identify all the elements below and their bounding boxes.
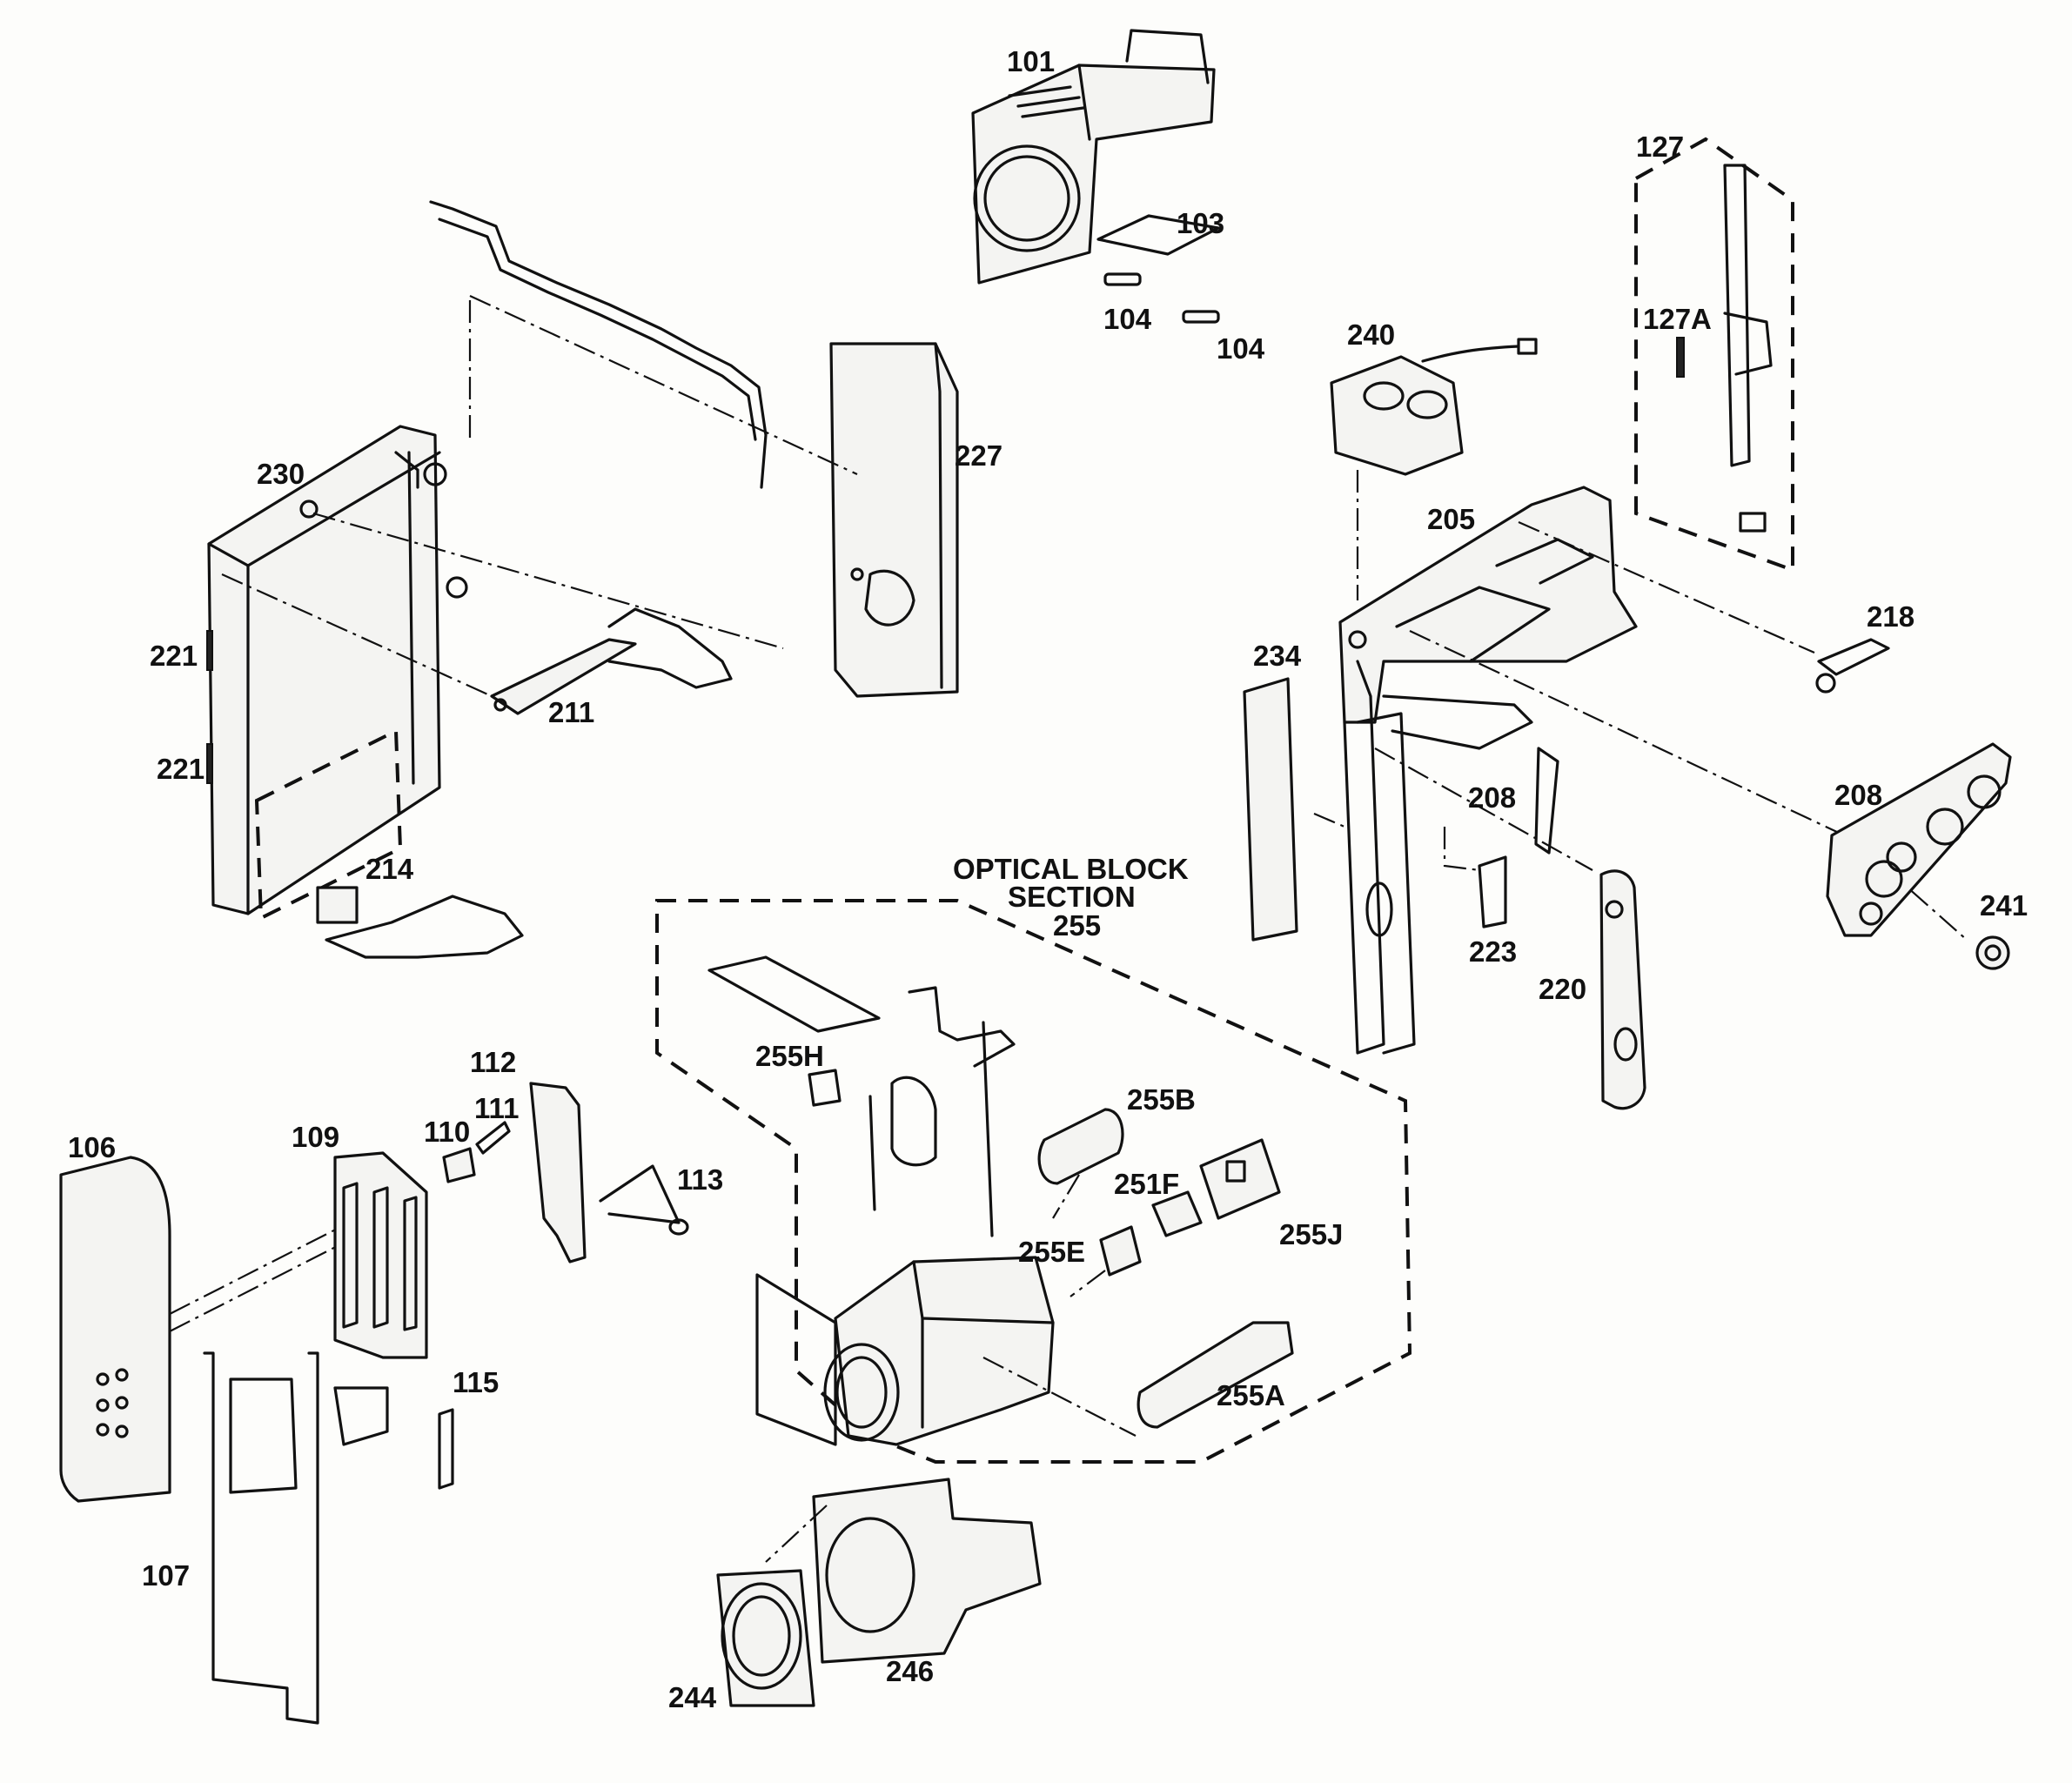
- section-title-line1: OPTICAL BLOCK: [953, 853, 1189, 885]
- section-title-line2: SECTION: [1008, 881, 1136, 913]
- chain-106-109b: [169, 1191, 410, 1315]
- label-208-a: 208: [1468, 781, 1516, 814]
- part-109-board: [333, 1151, 428, 1359]
- label-255h: 255H: [755, 1040, 824, 1072]
- label-211: 211: [548, 696, 594, 728]
- part-113-spring: [599, 1164, 689, 1236]
- part-206-control-plate: [1826, 742, 2012, 937]
- label-103: 103: [1177, 207, 1224, 239]
- label-255b: 255B: [1127, 1083, 1196, 1116]
- part-112-bracket: [529, 1082, 587, 1264]
- chain-255b: [1052, 1174, 1080, 1219]
- optical-block-boundary: [655, 899, 1412, 1464]
- label-107: 107: [142, 1559, 190, 1592]
- part-227-frame: [429, 200, 959, 698]
- part-244-lens-ring: [716, 1569, 815, 1707]
- part-127-assembly: [1634, 137, 1794, 573]
- label-127a: 127A: [1643, 303, 1712, 335]
- part-246-lens-bracket: [812, 1478, 1042, 1664]
- label-112: 112: [470, 1046, 516, 1078]
- part-230-main-frame: [207, 425, 468, 922]
- part-255e-block: [1099, 1225, 1142, 1277]
- part-214-plate: [316, 886, 524, 959]
- label-251f: 251F: [1114, 1168, 1179, 1200]
- part-104-clips: [1103, 272, 1220, 324]
- part-255h-lines: [868, 1021, 994, 1237]
- part-101-front-cabinet: [971, 29, 1216, 285]
- part-220-side-plate: [1599, 869, 1646, 1110]
- label-104-a: 104: [1103, 303, 1152, 335]
- label-227: 227: [955, 439, 1002, 472]
- part-211-bracket: [490, 607, 733, 715]
- part-251f-filter: [1151, 1190, 1203, 1237]
- label-101: 101: [1007, 45, 1055, 77]
- part-107-shield: [203, 1351, 319, 1725]
- label-208-b: 208: [1834, 779, 1882, 811]
- part-223-sheet: [1478, 855, 1507, 928]
- part-110-111: [442, 1121, 511, 1183]
- part-234-side-cover: [1243, 677, 1298, 942]
- part-127a-spring: [1676, 337, 1685, 378]
- label-109: 109: [292, 1121, 339, 1153]
- label-220: 220: [1539, 973, 1586, 1005]
- label-234: 234: [1253, 640, 1302, 672]
- label-214: 214: [365, 853, 414, 885]
- label-127: 127: [1636, 131, 1684, 163]
- part-255a-rod: [1137, 1321, 1294, 1429]
- part-218-gear: [1815, 638, 1890, 694]
- chain-205-206: [1409, 630, 1854, 841]
- chain-206-241: [1853, 839, 1968, 941]
- part-255b-cylinder: [1037, 1108, 1124, 1185]
- chain-234: [1313, 812, 1345, 828]
- chain-205-220: [1374, 747, 1593, 871]
- part-240-motor: [1330, 338, 1538, 476]
- chain-230-211: [221, 573, 493, 698]
- part-221-pins: [206, 630, 213, 784]
- part-103-plate: [1096, 214, 1220, 256]
- label-104-b: 104: [1217, 332, 1265, 365]
- label-230: 230: [257, 458, 305, 490]
- chain-255e: [1070, 1270, 1106, 1297]
- chain-246-244: [765, 1505, 828, 1563]
- label-240: 240: [1347, 318, 1395, 351]
- label-110: 110: [424, 1116, 470, 1148]
- label-223: 223: [1469, 935, 1517, 968]
- label-246: 246: [886, 1655, 934, 1687]
- label-241: 241: [1980, 889, 2028, 922]
- section-title-number: 255: [1053, 909, 1101, 942]
- labels: 101 103 104 104 127 127A 240 230 227 205…: [68, 45, 2028, 1713]
- part-106-front-cover: [59, 1156, 171, 1503]
- chain-106-109: [169, 1209, 410, 1332]
- label-111: 111: [474, 1092, 519, 1124]
- part-255h-flex: [707, 955, 1016, 1167]
- chain-227-230: [469, 295, 858, 475]
- chain-housing-255a: [982, 1357, 1137, 1437]
- label-115: 115: [453, 1366, 499, 1398]
- label-255j: 255J: [1279, 1218, 1343, 1250]
- label-221-a: 221: [150, 640, 198, 672]
- part-115-shields: [333, 1386, 454, 1490]
- part-255j-plate: [1199, 1138, 1281, 1220]
- part-241-knob: [1975, 935, 2010, 970]
- chain-205-218: [1518, 520, 1815, 654]
- label-221-b: 221: [157, 753, 205, 785]
- label-218: 218: [1867, 600, 1914, 633]
- label-255e: 255E: [1018, 1236, 1085, 1268]
- label-255a: 255A: [1217, 1379, 1285, 1411]
- chain-223: [1443, 827, 1480, 872]
- part-208-bracket: [1534, 747, 1559, 855]
- label-113: 113: [677, 1163, 723, 1196]
- label-205: 205: [1427, 503, 1475, 535]
- part-205-chassis: [1338, 486, 1638, 1055]
- part-optical-housing: [755, 1256, 1055, 1446]
- chain-230-frame: [312, 512, 784, 650]
- label-106: 106: [68, 1131, 116, 1163]
- label-244: 244: [668, 1681, 717, 1713]
